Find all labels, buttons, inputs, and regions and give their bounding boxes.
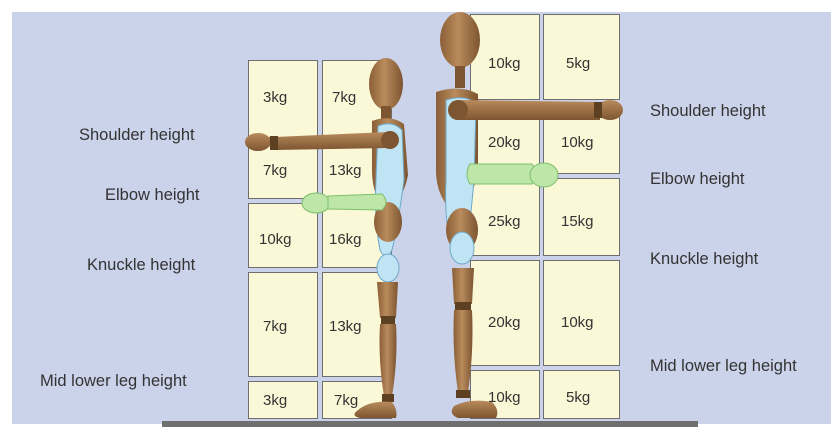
right-weight-shoulder-above-1: 10kg (488, 55, 521, 72)
floor-line (162, 421, 698, 427)
left-label-shoulder: Shoulder height (79, 126, 195, 145)
left-weight-elbow-knuckle-1: 10kg (259, 231, 292, 248)
left-label-elbow: Elbow height (105, 186, 199, 205)
left-weight-shoulder-above-2: 7kg (332, 89, 356, 106)
left-label-mid-lower-leg: Mid lower leg height (40, 372, 187, 391)
left-weight-elbow-knuckle-2: 16kg (329, 231, 362, 248)
left-weight-knuckle-leg-2: 13kg (329, 318, 362, 335)
right-mannequin (436, 12, 623, 418)
right-label-shoulder: Shoulder height (650, 102, 766, 121)
right-weight-elbow-knuckle-1: 25kg (488, 213, 521, 230)
right-weight-shoulder-elbow-1: 20kg (488, 134, 521, 151)
right-weight-below-leg-1: 10kg (488, 389, 521, 406)
right-label-mid-lower-leg: Mid lower leg height (650, 357, 797, 376)
left-weight-knuckle-leg-1: 7kg (263, 318, 287, 335)
right-weight-shoulder-above-2: 5kg (566, 55, 590, 72)
left-weight-shoulder-above-1: 3kg (263, 89, 287, 106)
right-weight-knuckle-leg-2: 10kg (561, 314, 594, 331)
right-label-elbow: Elbow height (650, 170, 744, 189)
left-weight-shoulder-elbow-1: 7kg (263, 162, 287, 179)
right-weight-below-leg-2: 5kg (566, 389, 590, 406)
right-weight-elbow-knuckle-2: 15kg (561, 213, 594, 230)
left-label-knuckle: Knuckle height (87, 256, 195, 275)
right-weight-shoulder-elbow-2: 10kg (561, 134, 594, 151)
left-weight-below-leg-2: 7kg (334, 392, 358, 409)
left-weight-below-leg-1: 3kg (263, 392, 287, 409)
right-label-knuckle: Knuckle height (650, 250, 758, 269)
right-weight-knuckle-leg-1: 20kg (488, 314, 521, 331)
left-weight-shoulder-elbow-2: 13kg (329, 162, 362, 179)
